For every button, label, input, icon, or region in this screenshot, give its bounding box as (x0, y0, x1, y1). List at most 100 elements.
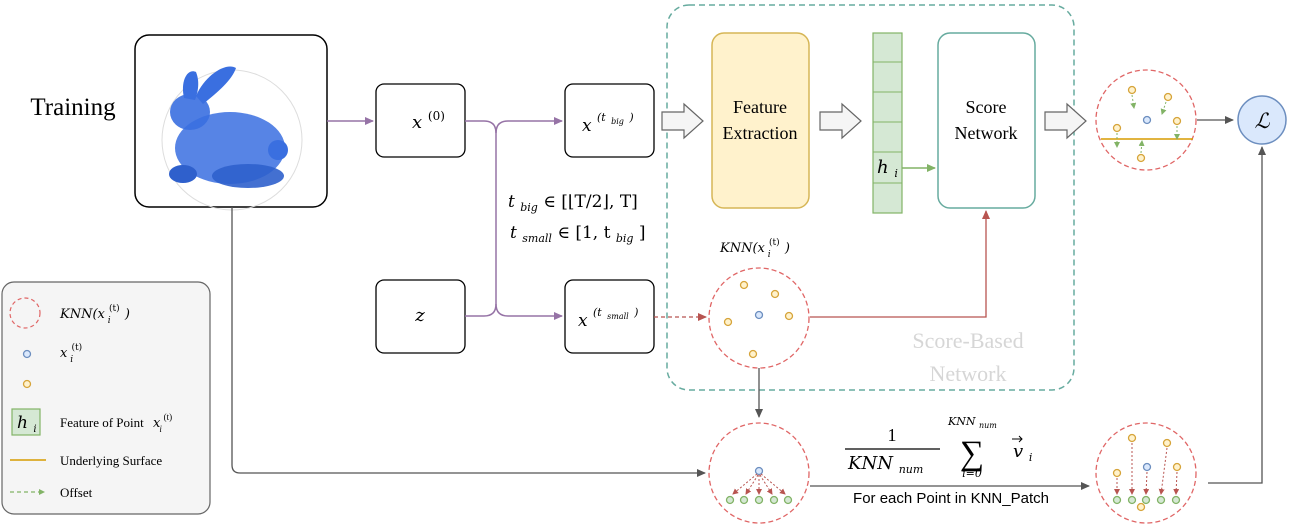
block-arrow-1 (661, 102, 704, 140)
feature-extraction-line1: Feature (733, 97, 787, 117)
score-based-label-line1: Score-Based (912, 328, 1023, 353)
legend-knn: KNN(x (59, 307, 106, 322)
score-network-box: Score Network (937, 32, 1036, 209)
svg-text:x (t small ): x (t small ) (578, 301, 638, 331)
feature-extraction-box: Feature Extraction (711, 32, 810, 209)
legend-knn-swatch (9, 297, 41, 329)
x0-base: x (412, 112, 422, 133)
loss-symbol: ℒ (1254, 109, 1270, 133)
formula-sum-bottom: i=0 (962, 467, 982, 480)
legend-knn-sub: i (108, 316, 111, 326)
z-node: z (375, 279, 466, 354)
legend-surface: Underlying Surface (60, 453, 162, 468)
svg-text:x (t big ): x (t big ) (582, 106, 634, 136)
legend-feature-h: h (17, 413, 28, 433)
score-network-line1: Score (966, 97, 1007, 117)
legend-feature-h-sub: i (33, 424, 36, 435)
offset-circle (708, 422, 810, 524)
legend-feature-x-sup: (t) (164, 412, 173, 422)
score-output-circle (1095, 69, 1197, 171)
x-big-base: x (582, 116, 592, 136)
training-label: Training (30, 94, 116, 121)
feature-h-sub: i (894, 167, 898, 180)
x0-node: x (0) (375, 83, 466, 158)
knn-patch-circle (708, 267, 810, 369)
z-label: z (414, 305, 425, 326)
loss-node: ℒ (1237, 95, 1287, 145)
legend-point-swatch (22, 349, 32, 359)
formula-caption: For each Point in KNN_Patch (853, 490, 1049, 507)
x-big-sup: (t (597, 111, 606, 124)
bunny-to-offset-arrow (231, 207, 706, 477)
legend-feature-swatch (11, 408, 41, 436)
formula-denominator: KNN (847, 453, 894, 474)
feature-vector: h i (872, 32, 903, 214)
legend-point: x (60, 346, 68, 361)
bunny-image (134, 34, 328, 211)
legend-offset: Offset (60, 485, 93, 500)
t-big-range: ∈ [⌊T/2⌋, T] (543, 192, 638, 212)
svg-text:KNN num: KNN num (847, 453, 923, 476)
svg-text:KNN(x (t) i ): KNN(x (t) i ) (719, 234, 790, 261)
legend-feature-x-sub: i (159, 424, 162, 434)
x-big-close: ) (628, 111, 633, 124)
knn-label-sup: (t) (769, 237, 780, 248)
legend-neighbor-swatch (22, 379, 32, 389)
legend-knn-sup: (t) (109, 303, 120, 314)
knn-label-close: ) (784, 241, 790, 256)
feature-extraction-line2: Extraction (723, 123, 798, 143)
t-small-range-close: ] (639, 223, 646, 243)
knn-to-score-arrow (810, 210, 990, 318)
formula-numerator: 1 (888, 425, 897, 445)
t-small-sub: small (522, 232, 552, 245)
legend: KNN(x (t) i ) x (t) i h i Feature of Poi… (1, 281, 211, 515)
x-big-node: x (t big ) (564, 83, 655, 158)
svg-text:h i: h i (877, 157, 898, 180)
svg-text:x (t) i: x (t) i (60, 339, 86, 365)
knn-label-sub: i (768, 250, 771, 260)
block-arrow-3 (1044, 102, 1087, 140)
svg-text:t big ∈ [⌊T/2⌋, T: t big ∈ [⌊T/2⌋, T] (508, 192, 638, 216)
formula-sum-top: KNN (947, 415, 976, 428)
x-small-close: ) (633, 306, 638, 319)
svg-text:KNN num: KNN num (947, 415, 997, 430)
offset-formula: 1 KNN num KNN num ∑ i=0 v i (845, 415, 1032, 480)
legend-point-sub: i (70, 355, 73, 365)
svg-text:x (0): x (0) (412, 109, 445, 133)
legend-feature-text: Feature of Point (60, 415, 144, 430)
svg-text:h i: h i (17, 413, 37, 435)
x-small-node: x (t small ) (564, 279, 655, 354)
formula-sum-top-sub: num (979, 421, 997, 430)
t-big-sub: big (520, 201, 538, 214)
block-arrow-2 (819, 102, 862, 140)
formula-vector-sub: i (1029, 451, 1033, 464)
score-based-label-line2: Network (930, 361, 1007, 386)
score-network-line2: Network (955, 123, 1018, 143)
t-small: t (510, 223, 517, 243)
knn-label: KNN(x (719, 241, 766, 256)
svg-text:KNN(x (t) i: KNN(x (t) i ) (59, 300, 130, 327)
feature-h: h (877, 157, 889, 178)
t-big: t (508, 192, 515, 212)
x-small-sup: (t (593, 306, 602, 319)
svg-text:t small ∈ [1, t: t small ∈ [1, t big ] (510, 223, 645, 247)
legend-feature-x: x (153, 416, 161, 431)
svg-text:v i: v i (1013, 441, 1032, 464)
t-small-range-sub: big (616, 232, 634, 245)
svg-text:Feature of Point x: Feature of Point x (t) i (60, 408, 175, 434)
sampling-conditions: t big ∈ [⌊T/2⌋, T] t small ∈ [1, t big ] (508, 192, 645, 247)
formula-sum-symbol: ∑ (960, 435, 984, 472)
bunny-point-cloud (161, 66, 303, 211)
result-circle (1095, 422, 1197, 524)
result-to-loss-arrow (1208, 146, 1266, 484)
score-based-network-container (666, 4, 1075, 391)
x-big-sub: big (611, 117, 624, 126)
t-small-range: ∈ [1, t (557, 223, 610, 243)
x-small-base: x (578, 311, 588, 331)
x0-sup: (0) (428, 109, 445, 123)
legend-knn-close: ) (124, 307, 130, 322)
legend-point-sup: (t) (71, 342, 82, 353)
purple-connectors (327, 117, 563, 320)
formula-denominator-sub: num (899, 463, 924, 476)
